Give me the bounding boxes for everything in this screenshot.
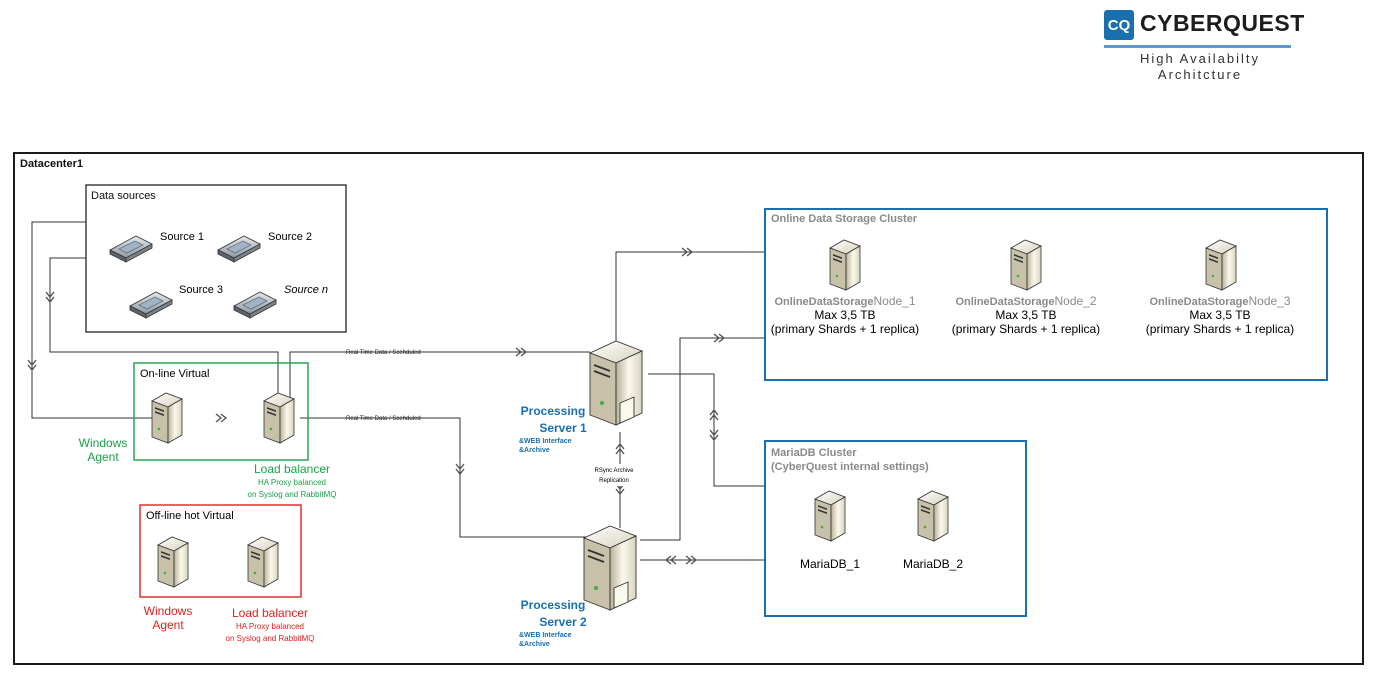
mariadb-cluster-title: MariaDB Cluster (771, 447, 857, 459)
storage-node-2-server-icon (1010, 239, 1042, 291)
subtitle-line-2: Architcture (1157, 67, 1243, 82)
mariadb-1-server-icon (814, 490, 846, 542)
storage-node-2-capacity: Max 3,5 TB (995, 308, 1056, 322)
processing-server-1-icon (589, 340, 643, 426)
online-windows-agent-label-1: Windows (79, 436, 128, 450)
storage-node-3-note: (primary Shards + 1 replica) (1146, 322, 1294, 336)
mariadb-2-server-icon (917, 490, 949, 542)
offline-windows-agent-server-icon (157, 536, 189, 588)
storage-node-2-name: OnlineDataStorageNode_2 (955, 294, 1096, 308)
processing-server-1-feature-1: &WEB Interface (519, 438, 572, 445)
online-virtual-title: On-line Virtual (140, 368, 210, 380)
storage-node-3-server-icon (1205, 239, 1237, 291)
connector-lines (31, 221, 765, 561)
mariadb-2-label: MariaDB_2 (903, 557, 963, 571)
storage-cluster-box (764, 208, 1328, 381)
storage-node-2-note: (primary Shards + 1 replica) (952, 322, 1100, 336)
offline-load-balancer-label: Load balancer (232, 606, 308, 620)
online-lb-note-2: on Syslog and RabbitMQ (248, 490, 337, 499)
source-n-label: Source n (284, 284, 328, 296)
source-1-label: Source 1 (160, 231, 204, 243)
processing-server-2-name-2: Server 2 (539, 615, 587, 629)
processing-server-2-name-1: Processing (521, 598, 586, 612)
storage-node-1-server-icon (829, 239, 861, 291)
datacenter-frame (13, 152, 1364, 665)
processing-server-1-name-1: Processing (521, 404, 586, 418)
offline-windows-agent-label-1: Windows (144, 604, 193, 618)
arrow-right-icon (215, 413, 227, 423)
offline-load-balancer-server-icon (247, 536, 279, 588)
offline-virtual-box (139, 504, 302, 598)
datacenter-label: Datacenter1 (20, 158, 83, 170)
storage-node-2-suffix: Node_2 (1054, 294, 1096, 308)
processing-server-1-name-2: Server 1 (539, 421, 587, 435)
processing-server-2-feature-2: &Archive (519, 641, 550, 648)
offline-lb-note-2: on Syslog and RabbitMQ (226, 634, 315, 643)
storage-node-1-name: OnlineDataStorageNode_1 (774, 294, 915, 308)
offline-lb-note-1: HA Proxy balanced (236, 622, 304, 631)
logo-underline (1104, 45, 1291, 48)
online-windows-agent-label-2: Agent (87, 450, 119, 464)
logo-mark: CQ (1104, 10, 1134, 40)
online-virtual-box (133, 362, 309, 461)
online-lb-note-1: HA Proxy balanced (258, 478, 326, 487)
storage-node-3-capacity: Max 3,5 TB (1189, 308, 1250, 322)
data-sources-title: Data sources (91, 190, 156, 202)
mariadb-1-label: MariaDB_1 (800, 557, 860, 571)
mariadb-cluster-box (764, 440, 1027, 617)
source-2-label: Source 2 (268, 231, 312, 243)
rsync-label-line-1: RSync Archive (594, 468, 634, 474)
storage-node-3-prefix: OnlineDataStorage (1149, 296, 1248, 308)
processing-server-2-feature-1: &WEB Interface (519, 632, 572, 639)
storage-cluster-title: Online Data Storage Cluster (771, 213, 918, 225)
realtime-link-label-2: Real Time Data / Scehduled (346, 416, 421, 422)
diagram-subtitle: High Availabilty Architcture (1104, 51, 1296, 83)
realtime-link-label-1: Real Time Data / Scehduled (346, 350, 421, 356)
source-3-label: Source 3 (179, 284, 223, 296)
online-load-balancer-label: Load balancer (254, 462, 330, 476)
storage-node-3-suffix: Node_3 (1248, 294, 1290, 308)
storage-node-1-capacity: Max 3,5 TB (814, 308, 875, 322)
offline-virtual-title: Off-line hot Virtual (146, 510, 234, 522)
storage-node-3-name: OnlineDataStorageNode_3 (1149, 294, 1290, 308)
storage-node-1-note: (primary Shards + 1 replica) (771, 322, 919, 336)
storage-node-1-suffix: Node_1 (873, 294, 915, 308)
subtitle-line-1: High Availabilty (1140, 51, 1260, 66)
rsync-label-bg (590, 464, 640, 486)
processing-server-2-icon (583, 525, 637, 611)
online-load-balancer-server-icon (263, 392, 295, 444)
mariadb-cluster-subtitle: (CyberQuest internal settings) (771, 461, 929, 473)
processing-server-1-feature-2: &Archive (519, 447, 550, 454)
rsync-label-line-2: Replication (599, 478, 629, 484)
storage-node-1-prefix: OnlineDataStorage (774, 296, 873, 308)
storage-node-2-prefix: OnlineDataStorage (955, 296, 1054, 308)
online-windows-agent-server-icon (151, 392, 183, 444)
logo-text: CYBERQUEST (1140, 10, 1305, 36)
offline-windows-agent-label-2: Agent (152, 618, 184, 632)
